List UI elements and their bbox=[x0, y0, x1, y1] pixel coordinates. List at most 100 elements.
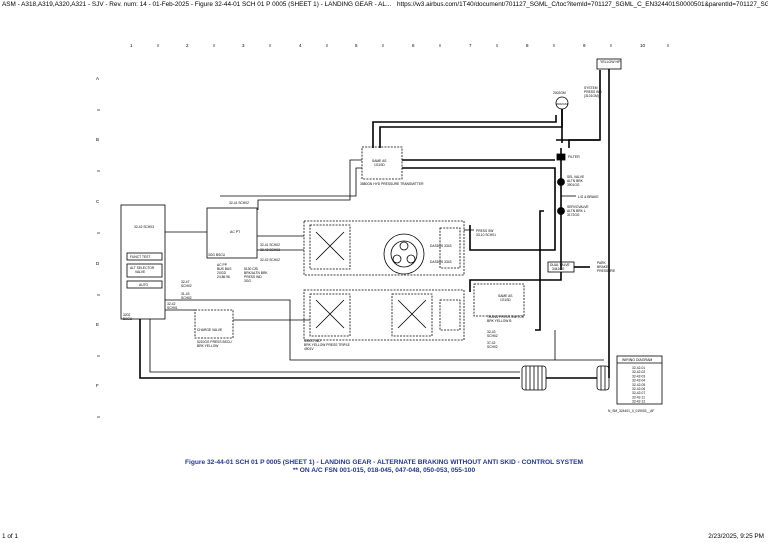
page-title: ASM - A318,A319,A320,A321 - SJV - Rev. n… bbox=[2, 1, 392, 8]
servo-valve-label-3: 3172GG bbox=[567, 213, 580, 217]
funct-test-box[interactable] bbox=[126, 252, 163, 261]
ref-a-label: 32-41 SCH02 bbox=[260, 243, 280, 247]
charge-label-3: BRK YELLOW bbox=[197, 344, 219, 348]
ac-pt-label: AC PT bbox=[230, 230, 241, 234]
same-as-b-label-2: 1G1SD bbox=[500, 298, 511, 302]
sel-valve-label-3: 3901GG bbox=[567, 183, 580, 187]
sig-5 bbox=[149, 319, 520, 373]
bscu-box bbox=[206, 207, 258, 259]
gauge-ref: 2002GM bbox=[553, 91, 566, 95]
charge-label-2: 5210GG PRESS BSCU bbox=[197, 340, 232, 344]
wiring-refs-list: 32-42-0132-42-0232-42-0332-42-0432-42-05… bbox=[632, 366, 645, 404]
same-as-label-2: 1G1SD bbox=[374, 163, 385, 167]
selector-valve-icon bbox=[557, 178, 565, 186]
ct-label-2: BRK/ALTN BRK bbox=[244, 271, 268, 275]
ref-d-label: 32-43 bbox=[487, 330, 496, 334]
grid-row-F: F bbox=[96, 383, 99, 388]
pressure-loop-3 bbox=[568, 70, 601, 148]
dual-valve-label-1: DUAL VALVE bbox=[550, 263, 571, 267]
alt-sel-label-1: ALT SELECTOR bbox=[130, 266, 155, 270]
upper-valve-block bbox=[309, 224, 351, 270]
ref-3242c-label: SCH01 bbox=[167, 306, 178, 310]
actuator-right bbox=[596, 365, 610, 391]
ref-3242-label: 32-42 SCH03 bbox=[134, 225, 154, 229]
sel-valve-label-2: ALTN BRK bbox=[567, 179, 584, 183]
ref-c-label: 32-42 SCH02 bbox=[260, 258, 280, 262]
system-press-label-2: PRESS IND bbox=[584, 90, 602, 94]
figure-effectivity: ** ON A/C FSN 001-015, 018-045, 047-048,… bbox=[292, 467, 476, 474]
servo-valve-label-2: ALTN BRK L bbox=[567, 209, 586, 213]
wiring-ref-item: 32-42-03 bbox=[632, 374, 645, 378]
print-datetime: 2/23/2025, 9:25 PM bbox=[708, 533, 764, 540]
park-brake-label-3: PRESSURE bbox=[597, 269, 616, 273]
brk-press-label-2: BRK YELLOW PRESS TRIPLE bbox=[304, 343, 351, 347]
upper-valve-symbol bbox=[315, 231, 345, 261]
hub-petal-2 bbox=[392, 254, 402, 264]
servo-valve-label-1: SERVOVALVE bbox=[567, 205, 589, 209]
left-control-panel bbox=[120, 204, 166, 320]
lower-valve-block-2 bbox=[391, 293, 433, 337]
wiring-ref-item: 32-42-05 bbox=[632, 383, 645, 387]
ref-3247-label: 32-47 bbox=[181, 280, 190, 284]
hub-inner-circle bbox=[390, 240, 418, 268]
grid-col-5: 5 bbox=[355, 43, 358, 48]
page-url[interactable]: https://w3.airbus.com/1T40/document/7011… bbox=[397, 1, 768, 8]
same-as-label-1: SAME AS bbox=[372, 159, 387, 163]
park-brake-label-1: PARK bbox=[597, 261, 607, 265]
funct-test-label: FUNCT TEST bbox=[130, 255, 150, 259]
sig-2 bbox=[165, 299, 604, 361]
ref-3241-label: 32-41 SCH02 bbox=[229, 201, 249, 205]
wiring-ref-item: 32-42-07 bbox=[632, 391, 645, 395]
ct-label-4: 3GG bbox=[244, 279, 251, 283]
wire-2 bbox=[220, 167, 362, 197]
lower-brake-block bbox=[303, 289, 465, 341]
grid-col-3: 3 bbox=[242, 43, 245, 48]
alt-sel-label-2: VALVE bbox=[135, 270, 146, 274]
grid-row-E: E bbox=[96, 322, 99, 327]
grid-col-8: 8 bbox=[526, 43, 529, 48]
grid-col-7: 7 bbox=[469, 43, 472, 48]
dash-label-2: DASD0S 3343 bbox=[430, 260, 452, 264]
grid-row-D: D bbox=[96, 261, 100, 266]
grid-col-9: 9 bbox=[583, 43, 586, 48]
pressure-transmitter-box bbox=[361, 146, 403, 180]
alt-selector-box[interactable] bbox=[126, 263, 163, 278]
same-as-box-right bbox=[473, 283, 525, 317]
transmitter-label: 3580GN HYD PRESSURE TRANSMITTER bbox=[360, 182, 424, 186]
lower-valve-block-1 bbox=[309, 293, 351, 337]
servo-valve-icon bbox=[557, 207, 565, 215]
system-press-label-1: SYSTEM bbox=[584, 86, 598, 90]
ref-3242b-label: 32-42 bbox=[167, 302, 176, 306]
hyd-trunk-lower bbox=[469, 272, 562, 292]
grid-row-A: A bbox=[96, 76, 99, 81]
wiring-ref-item: 32-42-12 bbox=[632, 400, 645, 404]
acpp-label-3: 2XGD bbox=[217, 271, 227, 275]
acpp-label-2: BUS BUS bbox=[217, 267, 232, 271]
wiring-ref-item: 32-42-02 bbox=[632, 370, 645, 374]
lower-valve-symbol-2 bbox=[397, 299, 427, 329]
pressure-loop-1 bbox=[372, 115, 557, 148]
auto-label: AUTO bbox=[139, 283, 149, 287]
trans-press-label-2: BRK YELLOW B bbox=[487, 319, 512, 323]
upper-brake-block bbox=[303, 220, 465, 276]
figure-caption: Figure 32-44-01 SCH 01 P 0005 (SHEET 1) … bbox=[185, 459, 583, 466]
pressure-loop-2 bbox=[379, 109, 563, 148]
dual-valve-label-2: 3441GG bbox=[552, 267, 565, 271]
wiring-diagram-title: WIRING DIAGRAM bbox=[622, 358, 652, 362]
auto-box[interactable] bbox=[126, 280, 163, 289]
sel-valve-label-1: SEL VALVE bbox=[567, 175, 585, 179]
wiring-ref-item: 32-42-04 bbox=[632, 379, 645, 383]
acpp-label-1: AC PP bbox=[217, 263, 228, 267]
charge-label: CHARGE VALVE bbox=[197, 328, 223, 332]
same-as-b-label-1: SAME AS bbox=[498, 294, 513, 298]
acpp-label-4: 24.86.96 bbox=[217, 275, 230, 279]
dash-label-1: DASD0S 3343 bbox=[430, 244, 452, 248]
grid-row-B: B bbox=[96, 137, 99, 142]
ref-d2-label: SCH02 bbox=[487, 334, 498, 338]
system-press-label-3: (3101GM) bbox=[584, 94, 599, 98]
lower-valve-symbol-1 bbox=[315, 299, 345, 329]
wiring-ref-item: 32-42-01 bbox=[632, 366, 645, 370]
hub-petal-3 bbox=[406, 254, 416, 264]
bscu2-label: 3202 bbox=[123, 313, 131, 317]
